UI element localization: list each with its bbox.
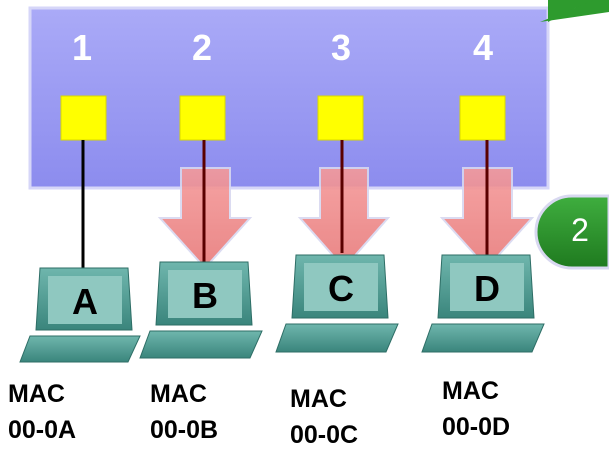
mac-address-d: 00-0D (442, 413, 511, 441)
computer-d-label: D (474, 268, 500, 309)
mac-label-a: MAC 00-0A (8, 376, 76, 448)
top-badge-tab (548, 0, 609, 22)
port-number-4: 4 (472, 27, 494, 68)
port-3 (317, 95, 364, 141)
computer-d (421, 254, 545, 353)
computer-a (19, 267, 141, 363)
mac-address-b: 00-0B (150, 416, 219, 444)
computer-b (139, 261, 263, 359)
mac-label-d: MAC 00-0D (442, 373, 510, 445)
mac-label-b: MAC 00-0B (150, 376, 218, 448)
port-number-2: 2 (191, 27, 213, 68)
mac-label-a-title: MAC (8, 380, 65, 408)
port-2 (179, 95, 226, 141)
port-number-3: 3 (330, 27, 352, 68)
mac-label-d-title: MAC (442, 377, 499, 405)
computer-b-label: B (192, 275, 218, 316)
mac-address-c: 00-0C (290, 421, 359, 449)
port-number-1: 1 (71, 27, 93, 68)
computer-c-label: C (328, 268, 354, 309)
port-1 (60, 95, 107, 141)
mac-label-c: MAC 00-0C (290, 381, 358, 453)
mac-label-b-title: MAC (150, 380, 207, 408)
step-badge-label: 2 (571, 212, 589, 248)
computer-a-label: A (72, 281, 98, 322)
flood-arrow-c (297, 167, 391, 270)
mac-address-a: 00-0A (8, 416, 77, 444)
mac-label-c-title: MAC (290, 385, 347, 413)
step-badge (534, 194, 609, 270)
port-4 (459, 95, 506, 141)
computer-c (275, 254, 399, 353)
